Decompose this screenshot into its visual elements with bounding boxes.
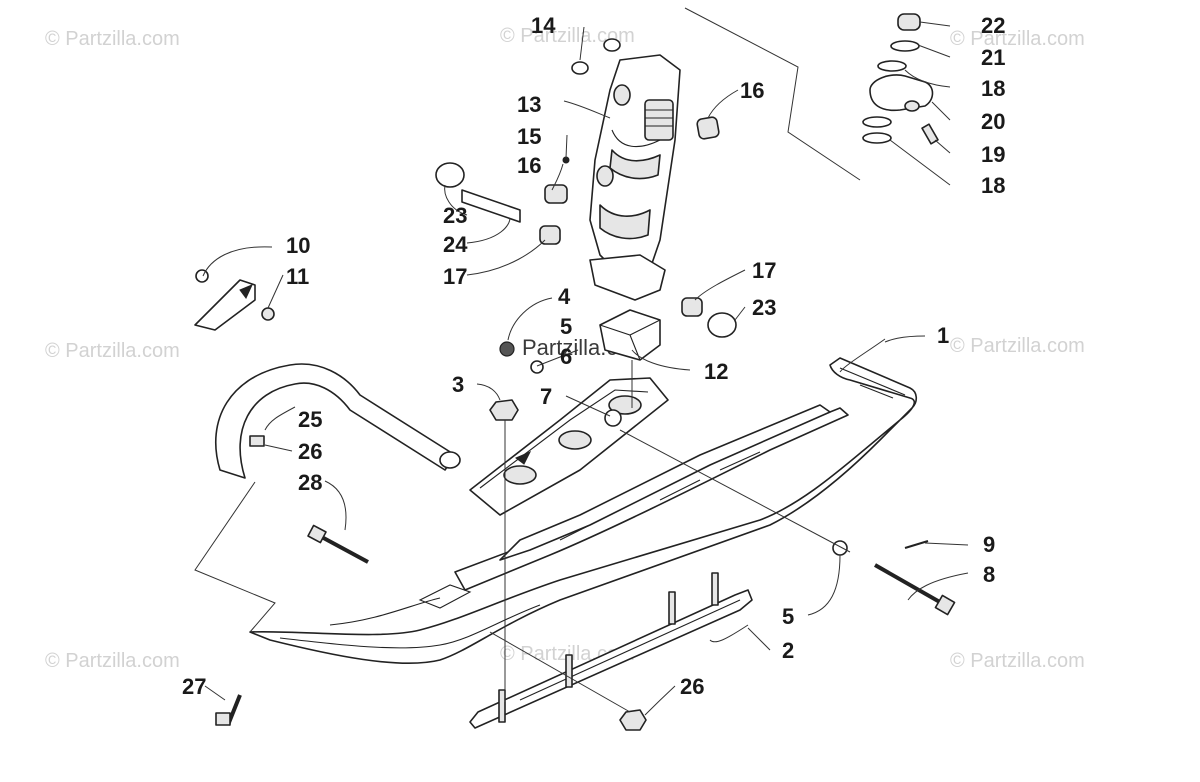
ski-rail-body	[454, 404, 849, 591]
spindle-part-13	[589, 54, 681, 301]
watermarks: © Partzilla.com © Partzilla.com © Partzi…	[45, 25, 1085, 672]
watermark: © Partzilla.com	[950, 650, 1085, 672]
callout-6: 6	[560, 344, 572, 369]
callout-3: 3	[452, 372, 464, 397]
callout-25: 25	[298, 407, 322, 432]
callout-23: 23	[752, 295, 776, 320]
watermark: © Partzilla.com	[45, 340, 180, 362]
callout-22: 22	[981, 13, 1005, 38]
callout-1: 1	[937, 323, 949, 348]
watermark: © Partzilla.com	[45, 28, 180, 50]
bushings	[435, 38, 737, 338]
callout-18: 18	[981, 173, 1005, 198]
watermark: © Partzilla.com	[45, 650, 180, 672]
callout-labels: 1 2 3 4 5 5 6 7 8 9 10 11 12 13 14 15 16…	[182, 13, 1005, 699]
callout-13: 13	[517, 92, 541, 117]
callout-23: 23	[443, 203, 467, 228]
callout-26: 26	[298, 439, 322, 464]
leader-lines	[194, 21, 969, 716]
callout-2: 2	[782, 638, 794, 663]
callout-16: 16	[740, 78, 764, 103]
watermark: © Partzilla.com	[500, 25, 635, 47]
ski-part-1	[249, 357, 918, 665]
callout-10: 10	[286, 233, 310, 258]
callout-26: 26	[680, 674, 704, 699]
watermark: © Partzilla.com	[950, 335, 1085, 357]
callout-27: 27	[182, 674, 206, 699]
callout-20: 20	[981, 109, 1005, 134]
callout-17: 17	[752, 258, 776, 283]
callout-19: 19	[981, 142, 1005, 167]
callout-9: 9	[983, 532, 995, 557]
steering-arm-cluster	[684, 7, 939, 181]
callout-28: 28	[298, 470, 322, 495]
spacer-block-part-12	[599, 309, 661, 361]
watermark: © Partzilla.com	[950, 28, 1085, 50]
callout-7: 7	[540, 384, 552, 409]
callout-15: 15	[517, 124, 541, 149]
callout-24: 24	[443, 232, 468, 257]
wear-bar-part-2	[469, 572, 753, 729]
callout-14: 14	[531, 13, 556, 38]
callout-21: 21	[981, 45, 1005, 70]
callout-5: 5	[782, 604, 794, 629]
bracket-parts-10-11	[194, 269, 275, 331]
loop-handle-part-25	[215, 363, 461, 479]
callout-4: 4	[558, 284, 571, 309]
callout-8: 8	[983, 562, 995, 587]
fasteners	[215, 341, 956, 731]
callout-12: 12	[704, 359, 728, 384]
callout-18: 18	[981, 76, 1005, 101]
callout-11: 11	[286, 264, 309, 289]
callout-17: 17	[443, 264, 467, 289]
callout-5: 5	[560, 314, 572, 339]
callout-16: 16	[517, 153, 541, 178]
